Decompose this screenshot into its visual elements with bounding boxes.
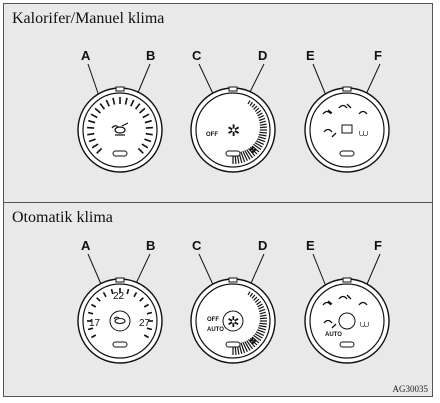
dial-tick	[87, 134, 94, 135]
fan-small-icon: ✤	[249, 337, 257, 347]
dial-tick	[146, 128, 153, 129]
dial-tick	[259, 323, 267, 324]
label-e: E	[306, 238, 315, 253]
label-a: A	[81, 238, 91, 253]
fan-small-icon: ✤	[249, 146, 257, 156]
label-f: F	[374, 238, 382, 253]
temp-min-label: 17	[89, 318, 101, 329]
manual-climate-diagram: A B C D E F	[4, 4, 434, 202]
label-e: E	[306, 48, 315, 63]
dial-tick	[260, 127, 267, 128]
label-c: C	[192, 48, 202, 63]
auto-mode-select-dial[interactable]: AUTO ⩊	[305, 278, 389, 363]
label-b: B	[146, 48, 155, 63]
auto-climate-diagram: A B C D E F 17 22 27	[4, 203, 434, 396]
mode-auto-label: AUTO	[325, 332, 342, 338]
auto-temperature-dial[interactable]: 17 22 27	[78, 278, 162, 363]
label-f: F	[374, 48, 382, 63]
dial-tick	[146, 134, 153, 135]
fan-speed-dial[interactable]: OFF ✲ ✤	[191, 87, 275, 172]
label-b: B	[146, 238, 155, 253]
temp-max-label: 27	[139, 318, 151, 329]
fan-off-label: OFF	[207, 317, 219, 323]
defrost-icon: ⩊	[360, 320, 369, 330]
fan-icon: ✲	[227, 313, 240, 331]
temperature-dial[interactable]	[78, 87, 162, 172]
dial-tick	[87, 128, 94, 129]
floor-defrost-icon	[342, 125, 352, 133]
label-d: D	[258, 238, 267, 253]
label-a: A	[81, 48, 91, 63]
defrost-icon: ⩊	[359, 129, 368, 139]
temp-mid-label: 22	[113, 291, 125, 302]
mode-select-dial[interactable]: ⩊	[305, 87, 389, 172]
fan-icon: ✲	[227, 121, 240, 140]
label-d: D	[258, 48, 267, 63]
figure-code: AG30035	[393, 384, 429, 394]
manual-climate-panel: Kalorifer/Manuel klima A B C D E F	[4, 4, 432, 203]
label-c: C	[192, 238, 202, 253]
fan-auto-label: AUTO	[207, 327, 224, 333]
dial-tick	[260, 318, 267, 319]
auto-fan-speed-dial[interactable]: OFF AUTO ✲ ✤	[191, 278, 275, 363]
dial-tick	[259, 132, 267, 133]
fan-off-label: OFF	[206, 132, 218, 138]
auto-climate-panel: Otomatik klima A B C D E F 17	[4, 203, 432, 396]
figure-frame: Kalorifer/Manuel klima A B C D E F	[3, 3, 433, 397]
